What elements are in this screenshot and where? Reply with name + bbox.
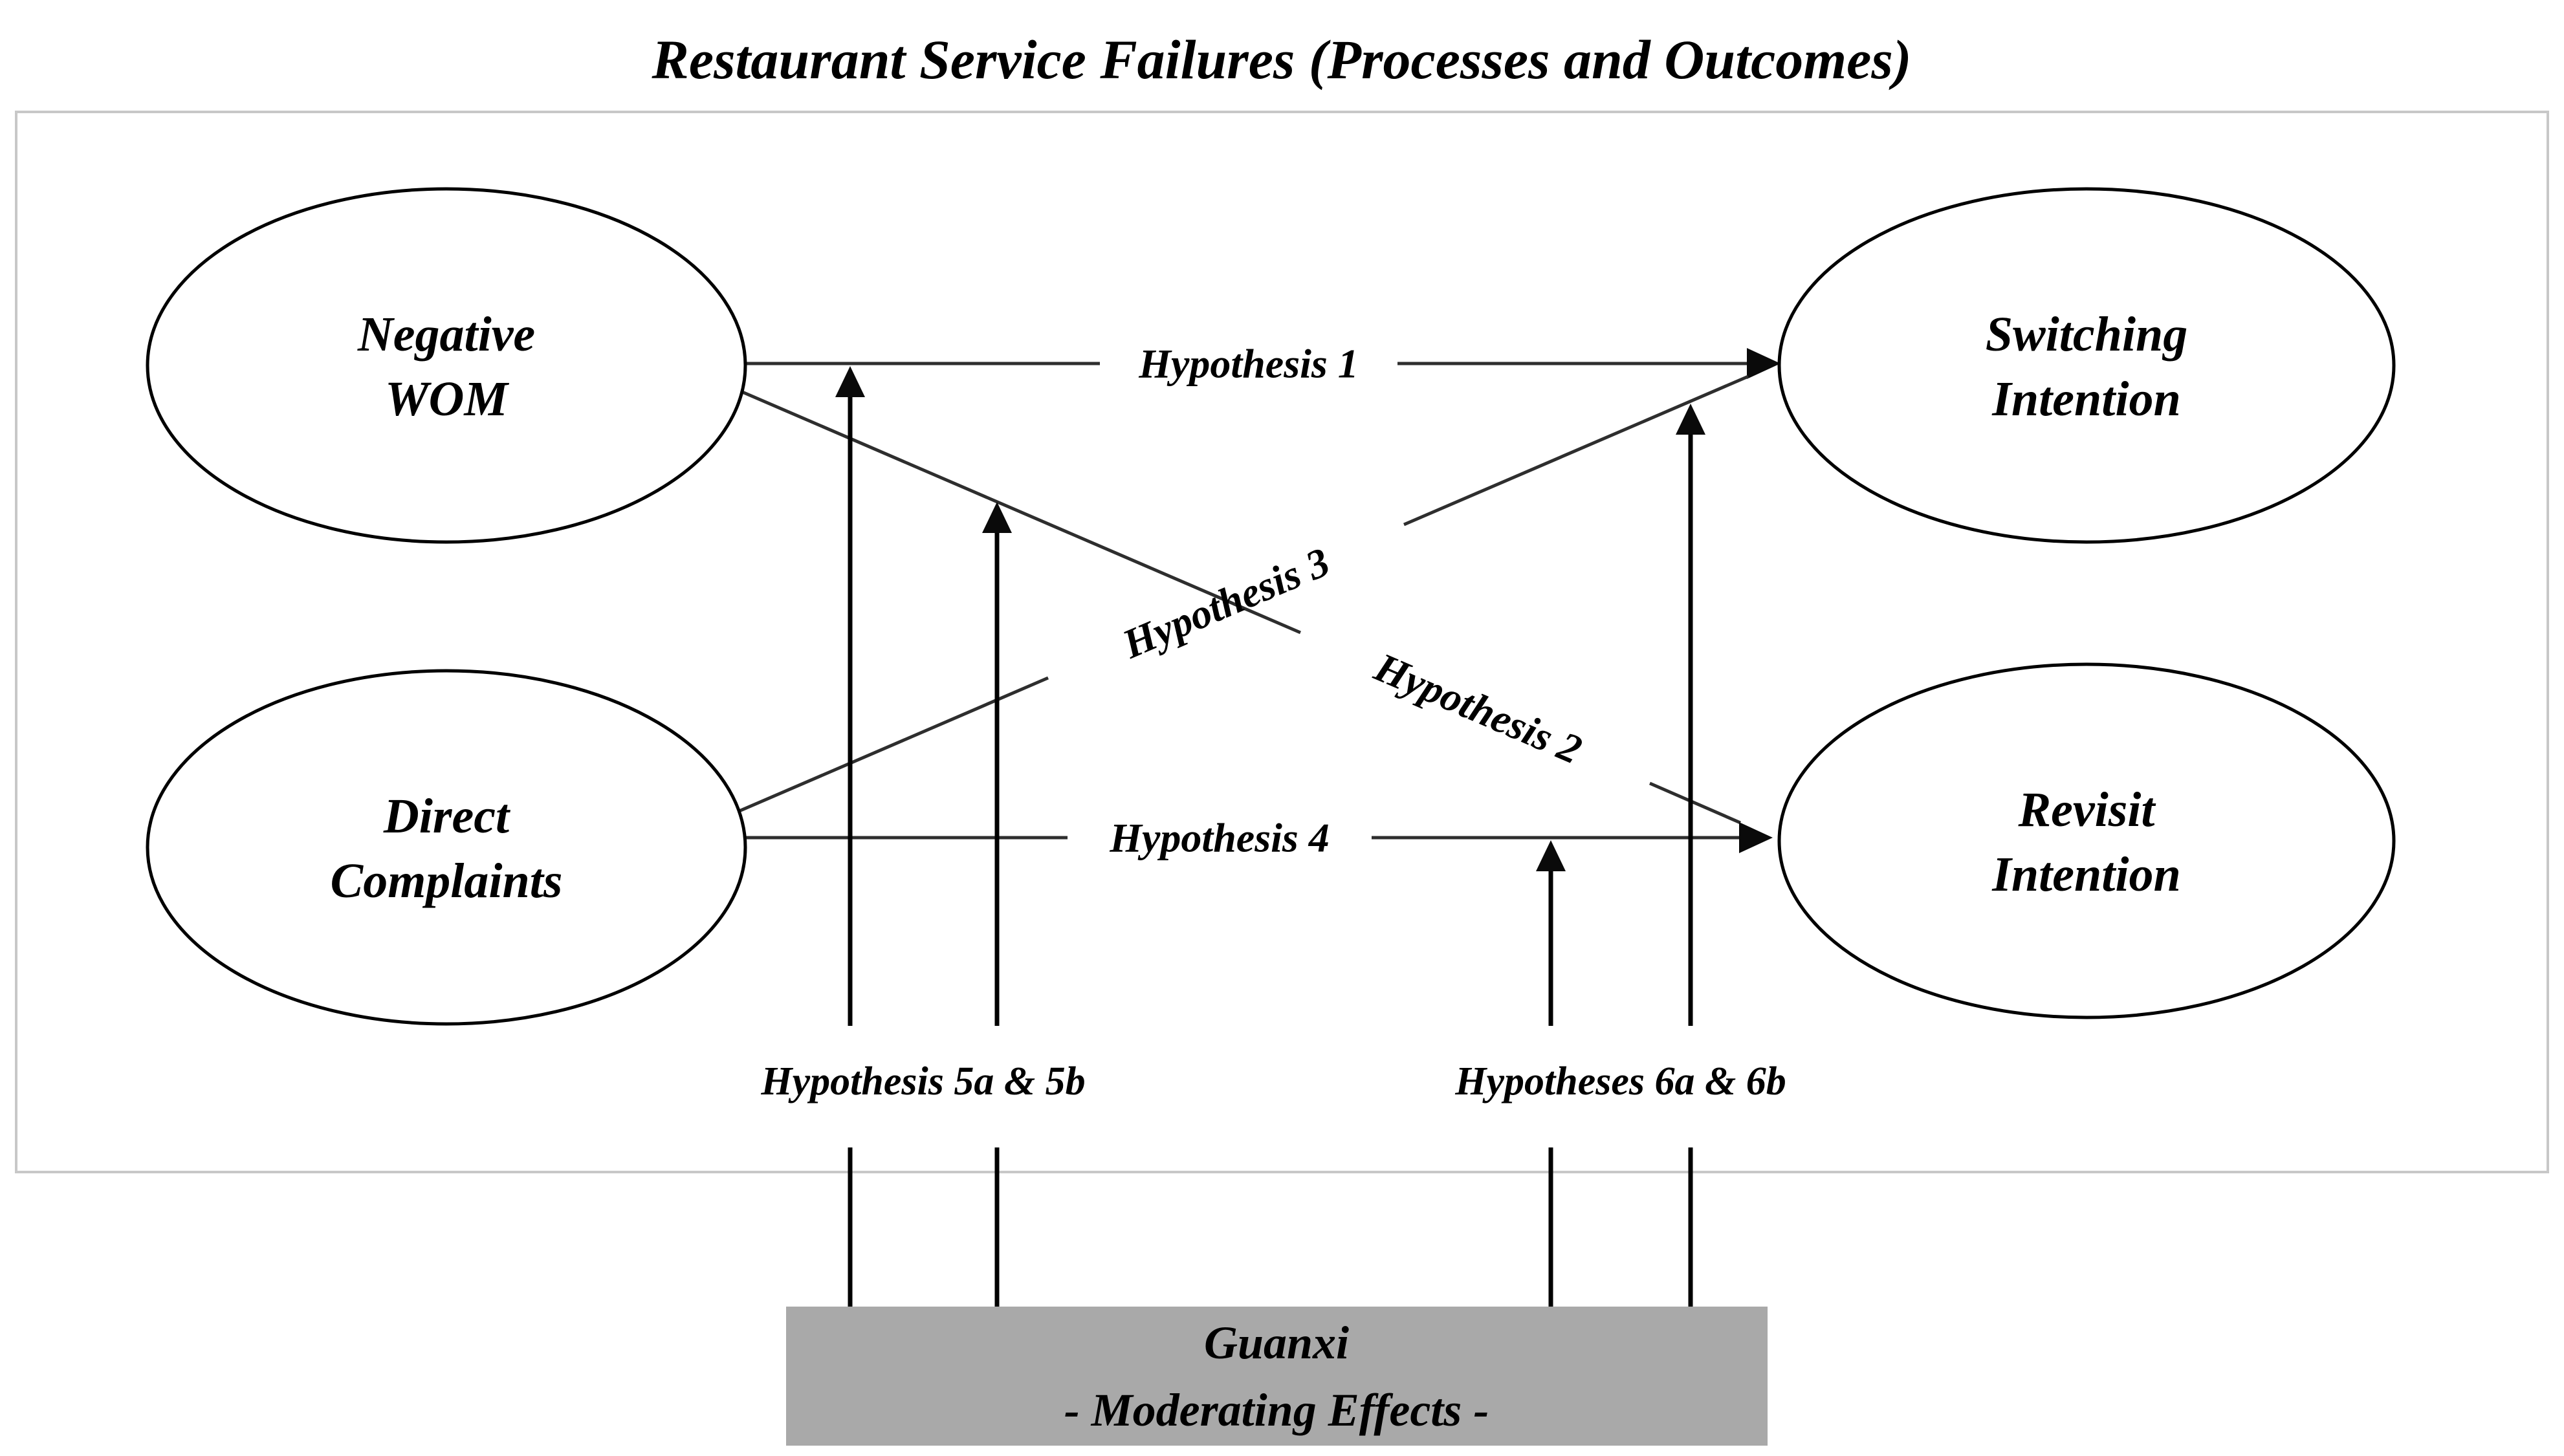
h6-label: Hypotheses 6a & 6b — [1454, 1059, 1786, 1103]
moderator-box-label-line1: Guanxi — [1204, 1317, 1349, 1369]
h2-line-left — [740, 389, 1301, 635]
h1-label: Hypothesis 1 — [1138, 341, 1359, 387]
h6a-arrowhead-icon — [1536, 840, 1566, 871]
h5-label: Hypothesis 5a & 5b — [760, 1059, 1085, 1103]
node-revisit-intention-label-line2: Intention — [1991, 847, 2180, 902]
node-switching-intention-label-line2: Intention — [1991, 372, 2180, 426]
node-negative-wom — [146, 187, 747, 544]
h2-label: Hypothesis 2 — [1368, 644, 1588, 773]
node-negative-wom-label-line1: Negative — [357, 307, 535, 362]
diagram-frame — [15, 111, 2549, 1173]
moderator-box — [786, 1307, 1768, 1446]
h3-line-left — [737, 676, 1049, 814]
node-switching-intention-label-line1: Switching — [1986, 307, 2188, 362]
moderator-box-label-line2: - Moderating Effects - — [1064, 1384, 1489, 1436]
h6b-arrowhead-icon — [1676, 404, 1705, 435]
h1-h3-arrowhead-icon — [1747, 348, 1781, 379]
h3-label: Hypothesis 3 — [1115, 538, 1336, 667]
h2-line-right — [1649, 781, 1741, 825]
figure-title: Restaurant Service Failures (Processes a… — [652, 28, 1912, 91]
h2-h4-arrowhead-icon — [1739, 822, 1773, 853]
node-switching-intention — [1777, 187, 2396, 544]
node-direct-complaints-label-line1: Direct — [383, 789, 511, 843]
h4-label: Hypothesis 4 — [1109, 815, 1330, 861]
h5b-arrowhead-icon — [982, 502, 1012, 533]
node-revisit-intention — [1777, 662, 2396, 1019]
node-direct-complaints — [146, 669, 747, 1026]
node-negative-wom-label-line2: WOM — [385, 372, 509, 426]
node-direct-complaints-label-line2: Complaints — [331, 854, 563, 908]
h5a-arrowhead-icon — [835, 366, 865, 397]
h3-line-right — [1403, 375, 1749, 527]
node-revisit-intention-label-line1: Revisit — [2017, 783, 2156, 837]
